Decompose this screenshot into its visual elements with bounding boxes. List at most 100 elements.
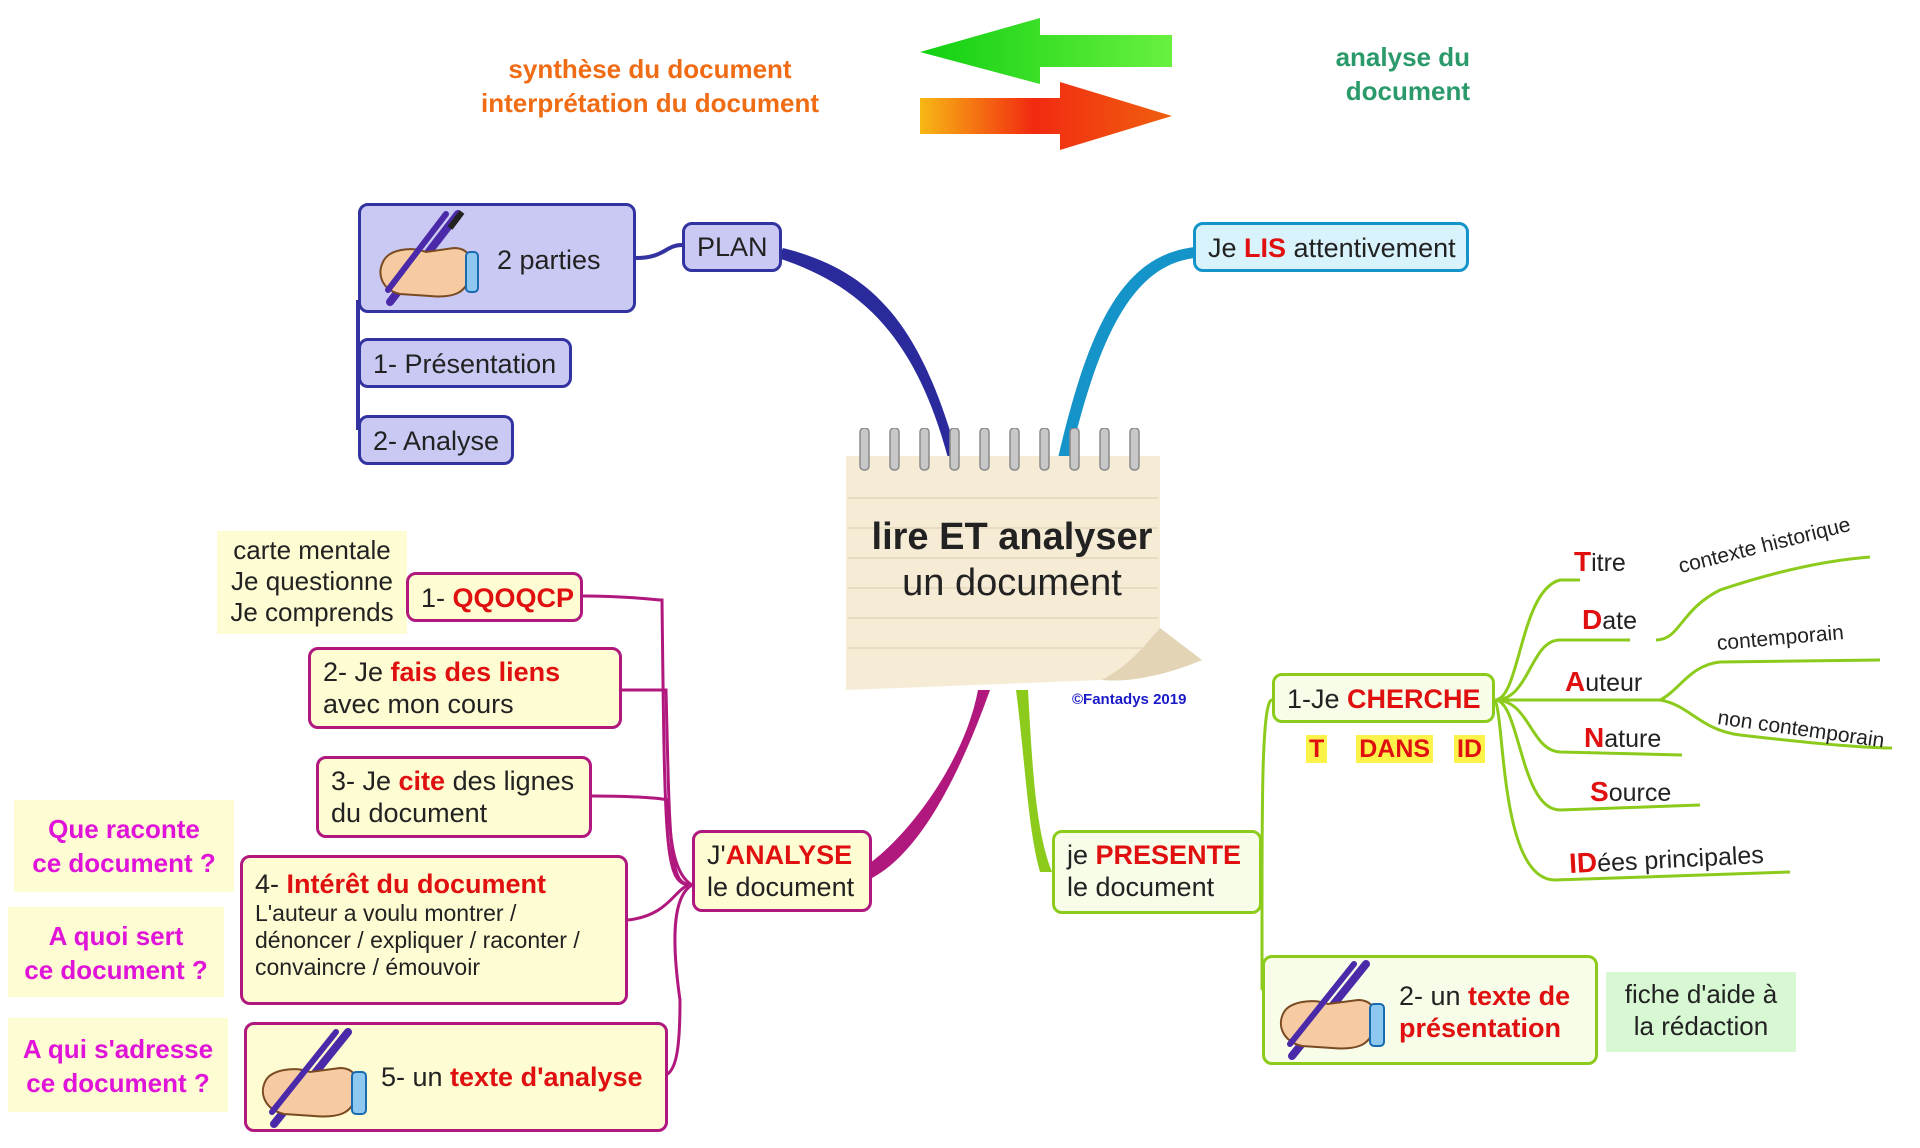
search-node[interactable]: 1-Je CHERCHE — [1272, 673, 1495, 723]
note-line1: carte mentale — [233, 535, 391, 565]
q2-pre: 2- Je — [323, 657, 391, 687]
cite-node[interactable]: 3- Je cite des lignes du document — [316, 756, 592, 838]
analyse-node[interactable]: J'ANALYSE le document — [692, 830, 872, 912]
help-line2: la rédaction — [1633, 1011, 1769, 1041]
side1-line2: ce document ? — [32, 848, 216, 878]
nature-initial: N — [1584, 722, 1605, 753]
present-line2: le document — [1067, 872, 1215, 902]
q3-highlight: cite — [398, 766, 446, 796]
center-title-line1: lire ET analyser — [871, 516, 1153, 558]
q4-line1: L'auteur a voulu montrer / — [255, 900, 517, 926]
mnemonic-t: T — [1306, 735, 1328, 763]
mnemonic: T DANS ID — [1306, 735, 1486, 764]
arrow-left-icon — [920, 18, 1172, 84]
question-what: Que raconte ce document ? — [14, 800, 234, 892]
q1-highlight: QQOQCP — [452, 583, 575, 613]
ptext-highlight1: texte de — [1468, 981, 1571, 1011]
side3-line1: A qui s'adresse — [22, 1034, 214, 1064]
analyse-highlight: ANALYSE — [725, 840, 853, 870]
help-sheet-note: fiche d'aide à la rédaction — [1606, 972, 1796, 1052]
date-initial: D — [1582, 604, 1603, 635]
analysis-label: analyse du document — [1300, 40, 1470, 108]
titre-item: Titre — [1574, 546, 1626, 578]
nature-rest: ature — [1604, 725, 1662, 753]
q2-highlight: fais des liens — [390, 657, 561, 687]
q3-line2: du document — [331, 798, 488, 828]
q4-highlight: Intérêt du document — [286, 869, 547, 899]
synthesis-line1: synthèse du document — [508, 54, 792, 84]
copyright: ©Fantadys 2019 — [1072, 691, 1187, 708]
date-rest: ate — [1602, 607, 1637, 635]
auteur-rest: uteur — [1585, 669, 1643, 697]
q1-pre: 1- — [421, 583, 453, 613]
q5-pre: 5- un — [381, 1062, 451, 1092]
present-node[interactable]: je PRESENTE le document — [1052, 830, 1262, 914]
analysis-line1: analyse du — [1335, 42, 1470, 72]
writing-hand-icon — [252, 1028, 372, 1133]
plan-label: PLAN — [697, 232, 768, 262]
q3-pre: 3- Je — [331, 766, 399, 796]
mnemonic-dans: DANS — [1356, 735, 1434, 763]
analysis-line2: document — [1345, 76, 1470, 106]
side2-line2: ce document ? — [24, 955, 208, 985]
analyse-pre: J' — [707, 840, 726, 870]
help-line1: fiche d'aide à — [1624, 979, 1778, 1009]
side3-line2: ce document ? — [26, 1068, 210, 1098]
writing-hand-icon — [370, 210, 480, 311]
q2-line2: avec mon cours — [323, 689, 514, 719]
notepad-icon: lire ET analyser un document — [842, 427, 1202, 690]
date-item: Date — [1582, 604, 1637, 636]
links-node[interactable]: 2- Je fais des liens avec mon cours — [308, 647, 622, 729]
plan-item1-label: 1- Présentation — [373, 349, 557, 379]
side1-line1: Que raconte — [48, 814, 200, 844]
interest-node[interactable]: 4- Intérêt du document L'auteur a voulu … — [240, 855, 628, 1005]
source-rest: ource — [1608, 779, 1672, 807]
plan-item-presentation[interactable]: 1- Présentation — [358, 338, 572, 388]
read-highlight: LIS — [1244, 233, 1287, 263]
synthesis-line2: interprétation du document — [481, 88, 819, 118]
present-pre: je — [1067, 840, 1096, 870]
writing-hand-icon — [1270, 960, 1390, 1065]
qqoqcp-node[interactable]: 1- QQOQCP — [406, 572, 583, 622]
nature-item: Nature — [1584, 722, 1661, 754]
titre-initial: T — [1574, 546, 1592, 577]
idees-initial: ID — [1568, 846, 1598, 880]
plan-parts-label: 2 parties — [497, 245, 601, 275]
source-item: Source — [1590, 776, 1671, 808]
present-highlight: PRESENTE — [1095, 840, 1242, 870]
plan-node[interactable]: PLAN — [682, 222, 782, 272]
plan-item-analyse[interactable]: 2- Analyse — [358, 415, 514, 465]
read-pre: Je — [1208, 233, 1245, 263]
auteur-initial: A — [1565, 666, 1586, 697]
synthesis-label: synthèse du document interprétation du d… — [440, 52, 860, 120]
q4-pre: 4- — [255, 869, 287, 899]
mindmap-note: carte mentale Je questionne Je comprends — [217, 531, 407, 634]
q4-line3: convaincre / émouvoir — [255, 954, 480, 980]
q5-highlight: texte d'analyse — [450, 1062, 643, 1092]
notepad-graphic — [846, 427, 1202, 690]
question-purpose: A quoi sert ce document ? — [8, 907, 224, 997]
question-audience: A qui s'adresse ce document ? — [8, 1018, 228, 1112]
source-initial: S — [1590, 776, 1609, 807]
mnemonic-id: ID — [1454, 735, 1486, 763]
note-line3: Je comprends — [230, 597, 394, 627]
read-node[interactable]: Je LIS attentivement — [1193, 222, 1469, 272]
plan-item2-label: 2- Analyse — [373, 426, 500, 456]
q4-line2: dénoncer / expliquer / raconter / — [255, 927, 580, 953]
side2-line1: A quoi sert — [48, 921, 184, 951]
ptext-pre: 2- un — [1399, 981, 1469, 1011]
titre-rest: itre — [1591, 549, 1626, 577]
note-line2: Je questionne — [231, 566, 393, 596]
center-title-line2: un document — [902, 562, 1122, 604]
search-pre: 1-Je — [1287, 684, 1348, 714]
read-post: attentivement — [1286, 233, 1456, 263]
arrow-right-icon — [920, 82, 1172, 150]
ptext-highlight2: présentation — [1399, 1013, 1562, 1043]
center-title: lire ET analyser un document — [842, 514, 1182, 606]
search-highlight: CHERCHE — [1347, 684, 1481, 714]
auteur-item: Auteur — [1565, 666, 1642, 698]
q3-post: des lignes — [445, 766, 575, 796]
analyse-line2: le document — [707, 872, 855, 902]
